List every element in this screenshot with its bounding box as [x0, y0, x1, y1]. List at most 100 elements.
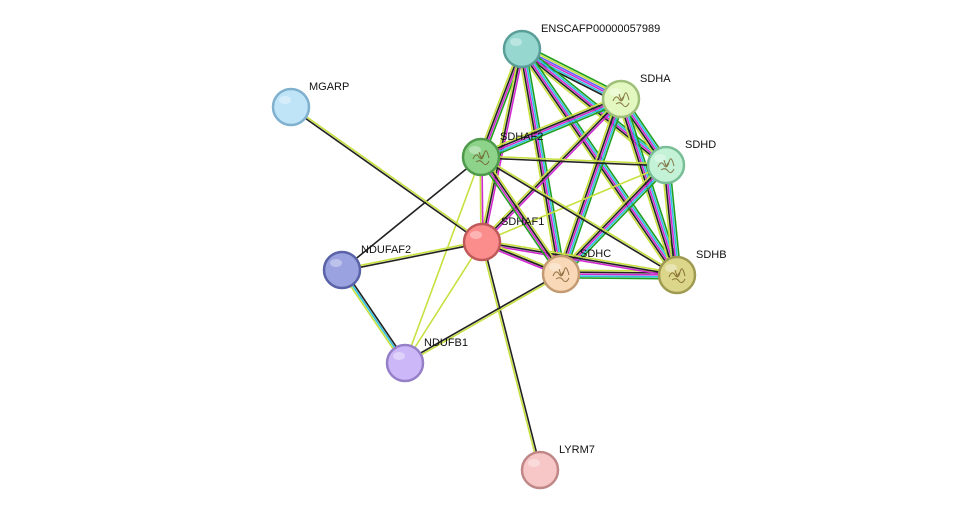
protein-structure-icon — [657, 158, 675, 174]
edge-line-experiments — [479, 156, 562, 276]
edge-line-experiments — [560, 98, 622, 275]
edge-SDHD-SDHAF2[interactable] — [480, 155, 667, 167]
edge-line-neighborhood — [477, 157, 560, 277]
edge-line-coexpression — [479, 47, 522, 158]
edge-SDHAF2-NDUFAF2[interactable] — [341, 156, 482, 271]
edge-line-textmining — [290, 105, 484, 243]
edge-line-databases — [480, 99, 623, 160]
edge-line-experiments — [521, 48, 562, 275]
node-circle[interactable] — [322, 250, 362, 290]
edge-NDUFB1-SDHC[interactable] — [403, 272, 563, 365]
edge-line-textmining — [404, 241, 483, 364]
protein-structure-icon — [472, 150, 490, 166]
edge-line-coexpression — [480, 157, 667, 167]
node-label: SDHD — [685, 139, 716, 151]
edge-line-coexpression — [403, 272, 562, 363]
edge-line-coexpression — [482, 240, 542, 471]
node-enscafp00000057989[interactable]: ENSCAFP00000057989 — [502, 23, 660, 69]
edge-line-experiments — [560, 273, 678, 276]
edge-line-textmining — [479, 96, 621, 242]
edge-SDHAF1-NDUFB1[interactable] — [404, 241, 483, 364]
node-label: SDHA — [640, 73, 671, 85]
protein-structure-icon — [668, 268, 686, 284]
edge-SDHAF1-MGARP[interactable] — [289, 105, 484, 244]
edge-line-textmining — [478, 94, 621, 155]
edge-line-coexpression — [519, 48, 560, 276]
node-sdhc[interactable]: SDHC — [541, 248, 611, 294]
edge-line-databases — [561, 98, 624, 276]
edge-line-coexpression — [480, 155, 563, 275]
edge-SDHA-SDHAF2[interactable] — [478, 94, 624, 162]
edge-line-textmining — [556, 96, 619, 274]
edge-line-textmining — [517, 48, 559, 276]
edge-line-coexpression — [558, 162, 666, 274]
node-circle[interactable] — [520, 450, 560, 490]
edge-line-coexpression — [479, 96, 622, 157]
edge-line-neighborhood — [563, 99, 626, 277]
node-mgarp[interactable]: MGARP — [271, 81, 349, 127]
node-sdha[interactable]: SDHA — [601, 73, 671, 119]
node-highlight — [528, 459, 540, 467]
edge-line-textmining — [481, 239, 679, 274]
edge-SDHC-SDHAF2[interactable] — [477, 154, 565, 277]
node-sdhaf1[interactable]: SDHAF1 — [462, 216, 544, 262]
node-label: SDHC — [580, 248, 611, 260]
node-lyrm7[interactable]: LYRM7 — [520, 444, 595, 490]
edge-line-coexpression — [481, 98, 622, 243]
node-highlight — [654, 154, 666, 162]
edge-line-textmining — [477, 47, 521, 157]
edge-line-coexpression — [341, 242, 483, 272]
node-circle[interactable] — [502, 29, 542, 69]
edge-SDHA-SDHC[interactable] — [556, 96, 626, 277]
protein-structure-icon — [612, 92, 630, 108]
node-sdhb[interactable]: SDHB — [657, 249, 727, 295]
protein-structure-icon — [552, 267, 570, 283]
edge-line-textmining — [480, 241, 540, 472]
node-label: SDHB — [696, 249, 727, 261]
node-label: SDHAF2 — [500, 131, 543, 143]
edge-line-textmining — [480, 155, 679, 275]
node-circle[interactable] — [462, 222, 502, 262]
node-highlight — [665, 264, 677, 272]
edge-line-coexpression — [289, 106, 483, 244]
edge-line-textmining — [481, 164, 667, 243]
edge-line-coexpression — [558, 97, 621, 275]
edge-SDHAF1-NDUFAF2[interactable] — [341, 240, 483, 272]
node-highlight — [470, 231, 482, 239]
edge-line-neighborhood — [481, 101, 624, 162]
edge-SDHD-SDHC[interactable] — [557, 161, 670, 278]
node-sdhd[interactable]: SDHD — [646, 139, 716, 185]
edge-line-coexpression — [481, 241, 678, 276]
edge-SDHAF1-LYRM7[interactable] — [480, 240, 542, 472]
edge-SDHAF2-NDUFB1[interactable] — [404, 156, 482, 364]
node-sdhaf2[interactable]: SDHAF2 — [461, 131, 543, 177]
edge-line-experiments — [482, 99, 624, 245]
edge-line-coexpression — [341, 156, 482, 271]
edge-line-textmining — [404, 156, 482, 364]
node-highlight — [393, 352, 405, 360]
edge-line-neighborhood — [523, 45, 670, 163]
node-label: MGARP — [309, 81, 349, 93]
edge-line-experiments — [480, 98, 622, 158]
edge-line-textmining — [341, 240, 483, 270]
edge-SDHA-SDHAF1[interactable] — [479, 96, 624, 245]
node-label: NDUFB1 — [424, 337, 468, 349]
edge-line-experiments — [521, 48, 667, 166]
edge-line-textmining — [482, 154, 565, 274]
node-label: ENSCAFP00000057989 — [541, 23, 660, 35]
edge-line-databases — [560, 275, 678, 278]
edge-line-neighborhood — [560, 276, 678, 280]
node-highlight — [469, 146, 481, 154]
edge-line-textmining — [480, 155, 667, 165]
node-ndufb1[interactable]: NDUFB1 — [385, 337, 468, 383]
node-highlight — [609, 88, 621, 96]
edge-line-textmining — [404, 274, 563, 365]
node-circle[interactable] — [271, 87, 311, 127]
node-circle[interactable] — [385, 343, 425, 383]
node-ndufaf2[interactable]: NDUFAF2 — [322, 244, 411, 290]
edge-SDHB-SDHAF1[interactable] — [480, 239, 679, 278]
edge-SDHD-SDHAF1[interactable] — [481, 164, 667, 243]
edge-line-experiments — [480, 243, 678, 278]
edge-SDHB-SDHAF2[interactable] — [479, 155, 679, 277]
